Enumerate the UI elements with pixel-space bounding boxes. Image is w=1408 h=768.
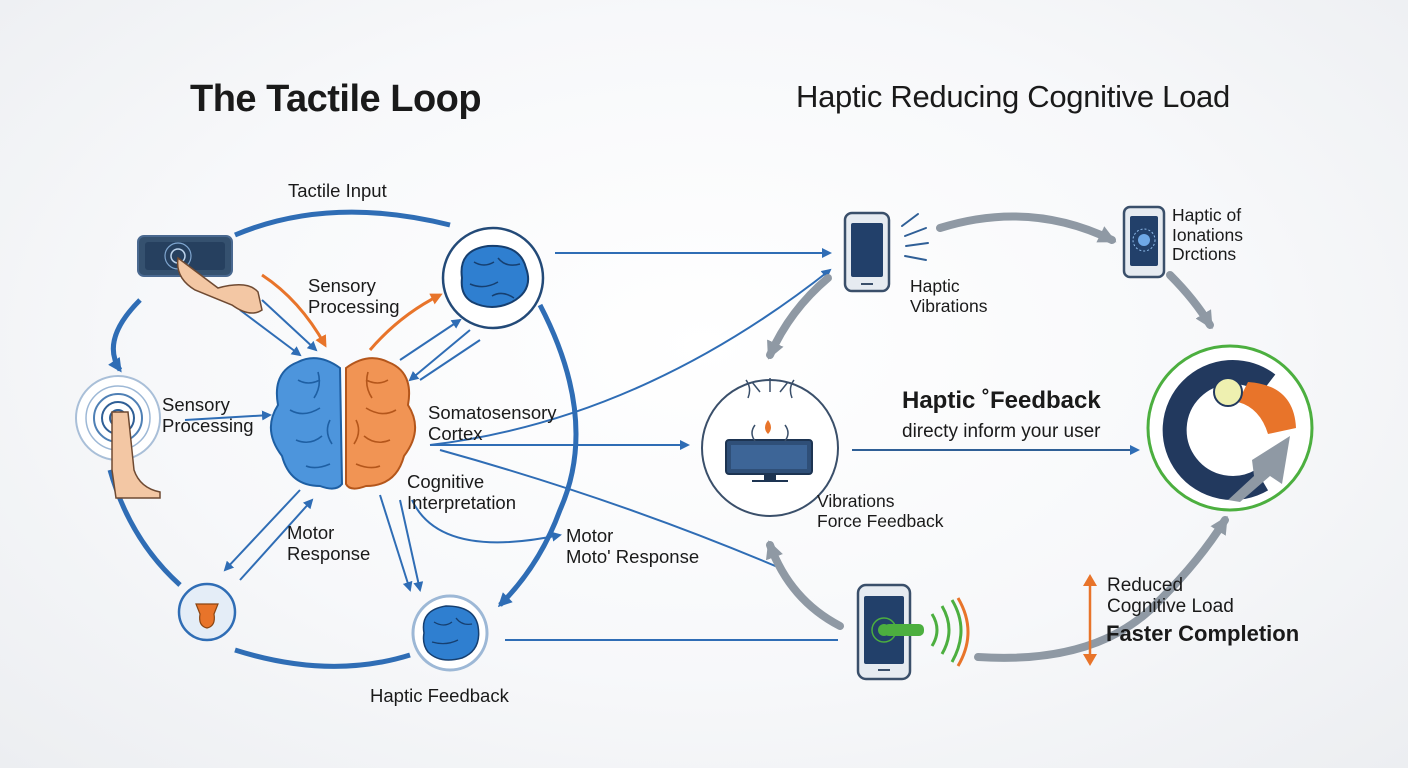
right-title: Haptic Reducing Cognitive Load [796,79,1230,114]
vibration-lines-icon [901,213,929,261]
phone-icon [843,211,891,293]
motor-icon [177,582,237,642]
motor-response-left-label: Motor Response [287,522,371,564]
cycle-icon [1146,344,1314,512]
double-arrow-icon [1083,574,1097,666]
brain-left-hemisphere-icon [270,357,344,490]
vibrations-force-label: Vibrations Force Feedback [817,491,944,531]
tactile-input-label: Tactile Input [288,180,387,201]
phone-touch-icon [137,235,233,277]
monitor-icon [701,378,839,517]
gray-flow-arrows [765,212,1229,662]
connector-lines [429,248,838,641]
cognitive-interpretation-label: Cognitive Interpretation [407,471,517,513]
somatosensory-cortex-label: Somatosensory Cortex [428,402,557,444]
haptic-vibrations-label: Haptic Vibrations [910,276,988,316]
haptic-notifications-label: Haptic of Ionations Drctions [1172,205,1244,265]
left-title: The Tactile Loop [190,78,482,120]
sensory-processing-left-label: Sensory Processing [162,394,254,436]
sensory-processing-top-label: Sensory Processing [308,275,400,317]
faster-completion-label: Faster Completion [1106,621,1300,646]
brain-right-hemisphere-icon [345,357,416,490]
phone-vibrate-icon [856,583,970,681]
brain-icon [441,226,545,330]
haptic-feedback-subtext: directy inform your user [902,421,1101,442]
reduced-load-label: Reduced Cognitive Load [1107,575,1234,618]
hand-icon [176,256,263,314]
haptic-feedback-label: Haptic Feedback [370,685,509,706]
orange-arrows [261,273,443,351]
notification-phone-icon [1122,205,1166,279]
internal-arrows [184,299,562,592]
brain-circle-icon [411,594,489,672]
haptic-feedback-heading: Haptic ˚Feedback [902,387,1101,414]
touch-ripple-icon [75,375,161,499]
motor-response-right-label: Motor Moto' Response [566,525,700,567]
